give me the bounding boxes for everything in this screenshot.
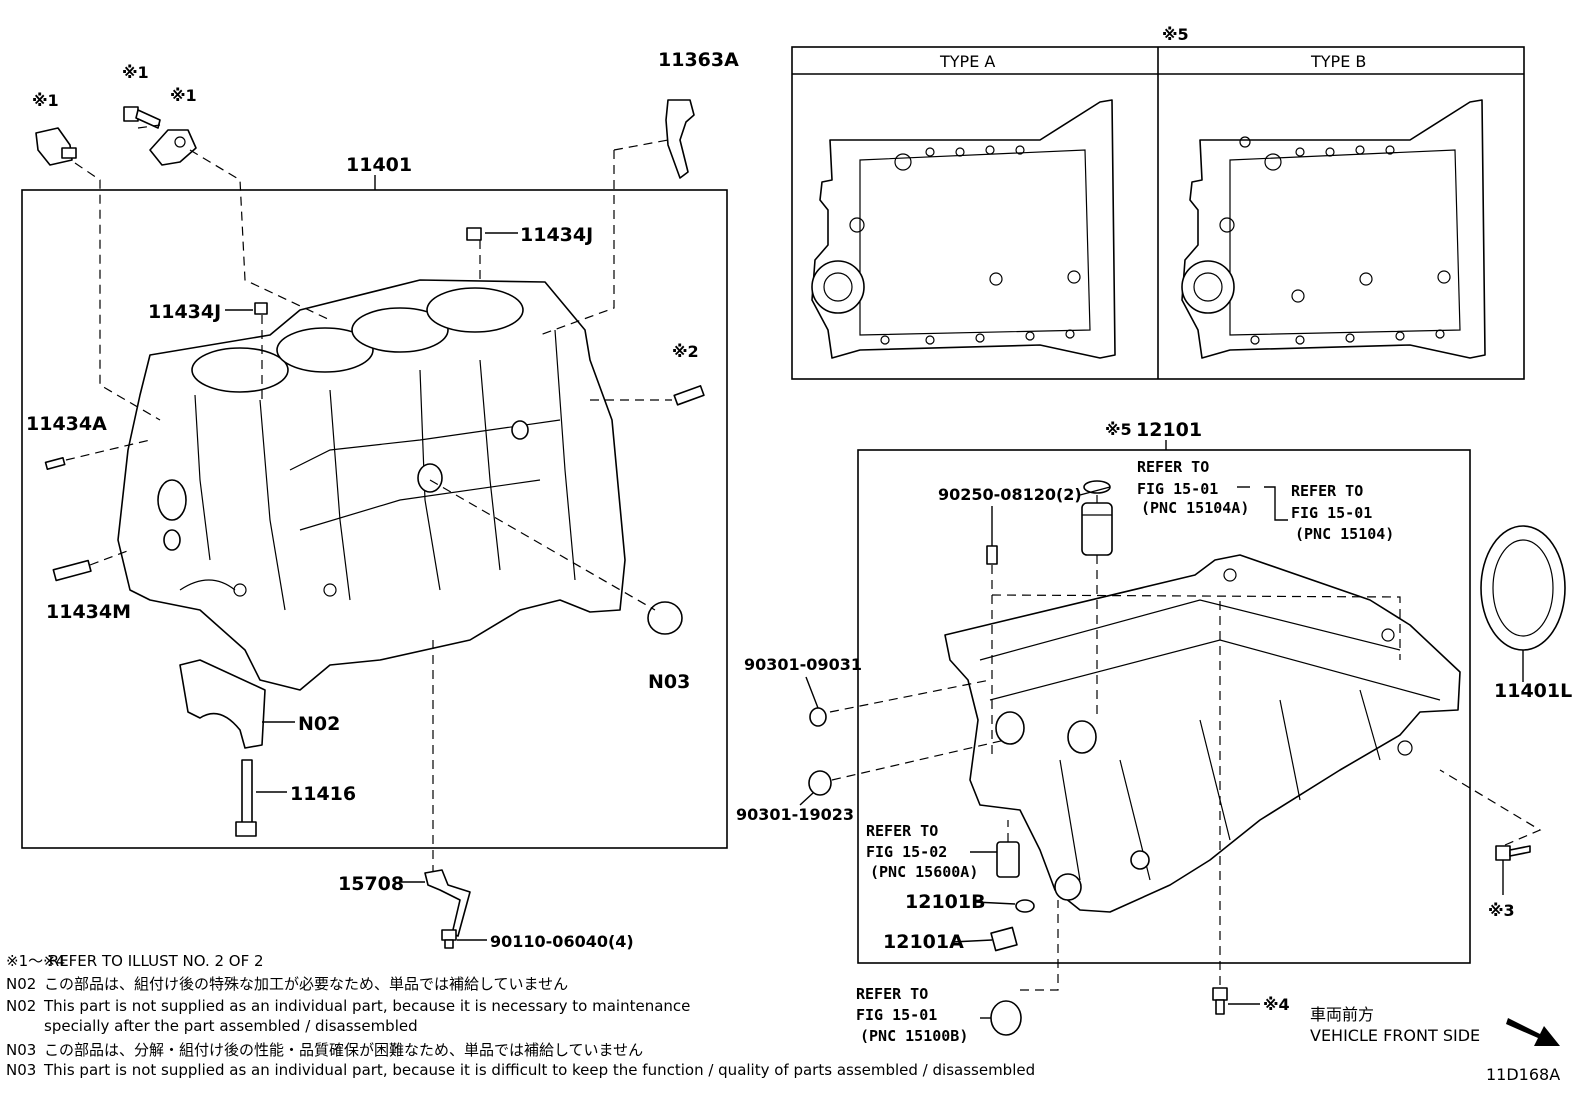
bushing-11434J-top[interactable]	[466, 227, 482, 241]
gasket-12101B[interactable]	[1015, 899, 1035, 913]
ref1-line2: FIG 15-01	[1137, 480, 1218, 498]
o-ring-15104A[interactable]	[1083, 480, 1111, 494]
label-s5-12101: ※5	[1105, 420, 1132, 439]
label-s2: ※2	[672, 342, 699, 361]
ref3-line1: REFER TO	[866, 822, 938, 840]
ref4-line2: FIG 15-01	[856, 1006, 937, 1024]
label-s3: ※3	[1488, 901, 1515, 920]
ref2-line2: FIG 15-01	[1291, 504, 1372, 522]
bolt-90110[interactable]	[441, 929, 457, 949]
bolt-s4[interactable]	[1212, 987, 1228, 1015]
label-s1-b: ※1	[122, 63, 149, 82]
front-side-en: VEHICLE FRONT SIDE	[1310, 1026, 1480, 1045]
oil-pan-illustration[interactable]	[944, 554, 1461, 913]
label-15708: 15708	[338, 873, 404, 895]
label-12101B: 12101B	[905, 891, 986, 913]
sensor-clip-part-1[interactable]	[149, 129, 197, 166]
pin-90250[interactable]	[986, 545, 998, 565]
ref4-line1: REFER TO	[856, 985, 928, 1003]
bracket-11363A[interactable]	[665, 99, 695, 179]
label-11401L: 11401L	[1494, 680, 1572, 702]
pin-11434M[interactable]	[52, 559, 92, 582]
note-line-1: ※1～※4 REFER TO ILLUST NO. 2 OF 2	[6, 952, 264, 970]
o-ring-15100B[interactable]	[990, 1000, 1022, 1036]
drain-plug-12101A[interactable]	[990, 926, 1018, 952]
type-b-header: TYPE B	[1310, 52, 1366, 71]
strainer-15104[interactable]	[1081, 502, 1113, 556]
ref3-line2: FIG 15-02	[866, 843, 947, 861]
bolt-s3[interactable]	[1495, 845, 1531, 861]
label-s1-c: ※1	[170, 86, 197, 105]
bolt-11416[interactable]	[235, 759, 257, 837]
illustration-code: 11D168A	[1486, 1065, 1560, 1084]
bearing-cap-N02[interactable]	[179, 659, 266, 749]
label-N02: N02	[298, 713, 340, 735]
label-11401: 11401	[346, 154, 412, 176]
ref2-line1: REFER TO	[1291, 482, 1363, 500]
ref1-line1: REFER TO	[1137, 458, 1209, 476]
label-s1-a: ※1	[32, 91, 59, 110]
label-N03: N03	[648, 671, 690, 693]
front-arrow-icon	[1506, 1018, 1560, 1046]
bolt-part-1[interactable]	[123, 106, 161, 129]
front-side-jp: 車両前方	[1310, 1005, 1374, 1024]
label-s5-top: ※5	[1162, 25, 1189, 44]
label-11363A: 11363A	[658, 49, 739, 71]
label-11434A: 11434A	[26, 413, 107, 435]
note-line-4: specially after the part assembled / dis…	[44, 1017, 418, 1035]
label-90301-09031: 90301-09031	[744, 655, 862, 674]
oil-filter-union-15600A[interactable]	[996, 841, 1020, 878]
ref2-line3: (PNC 15104)	[1295, 525, 1394, 543]
label-11434J-left: 11434J	[148, 301, 221, 323]
oil-seal-11401L[interactable]	[1480, 525, 1566, 651]
label-s4: ※4	[1263, 995, 1290, 1014]
label-90250: 90250-08120(2)	[938, 485, 1082, 504]
ref4-line3: (PNC 15100B)	[860, 1027, 968, 1045]
label-90301-19023: 90301-19023	[736, 805, 854, 824]
pin-s2[interactable]	[673, 385, 705, 406]
ref3-line3: (PNC 15600A)	[870, 863, 978, 881]
pin-11434A[interactable]	[44, 456, 66, 470]
o-ring-90301-19023[interactable]	[808, 770, 832, 796]
type-a-gasket-illustration[interactable]	[811, 99, 1116, 359]
bushing-11434J-left[interactable]	[254, 302, 268, 315]
plug-N03[interactable]	[647, 601, 683, 635]
oil-jet-15708[interactable]	[424, 869, 471, 937]
label-11434M: 11434M	[46, 601, 131, 623]
gasket-90301-09031[interactable]	[809, 707, 827, 727]
label-11416: 11416	[290, 783, 356, 805]
type-b-gasket-illustration[interactable]	[1181, 99, 1486, 359]
label-11434J-top: 11434J	[520, 224, 593, 246]
oil-pan-frame	[857, 449, 1471, 964]
sensor-part-1[interactable]	[35, 127, 77, 166]
label-90110: 90110-06040(4)	[490, 932, 634, 951]
ref1-line3: (PNC 15104A)	[1141, 499, 1249, 517]
label-12101A: 12101A	[883, 931, 964, 953]
type-a-header: TYPE A	[939, 52, 995, 71]
label-12101: 12101	[1136, 419, 1202, 441]
cylinder-block-illustration[interactable]	[117, 279, 626, 691]
